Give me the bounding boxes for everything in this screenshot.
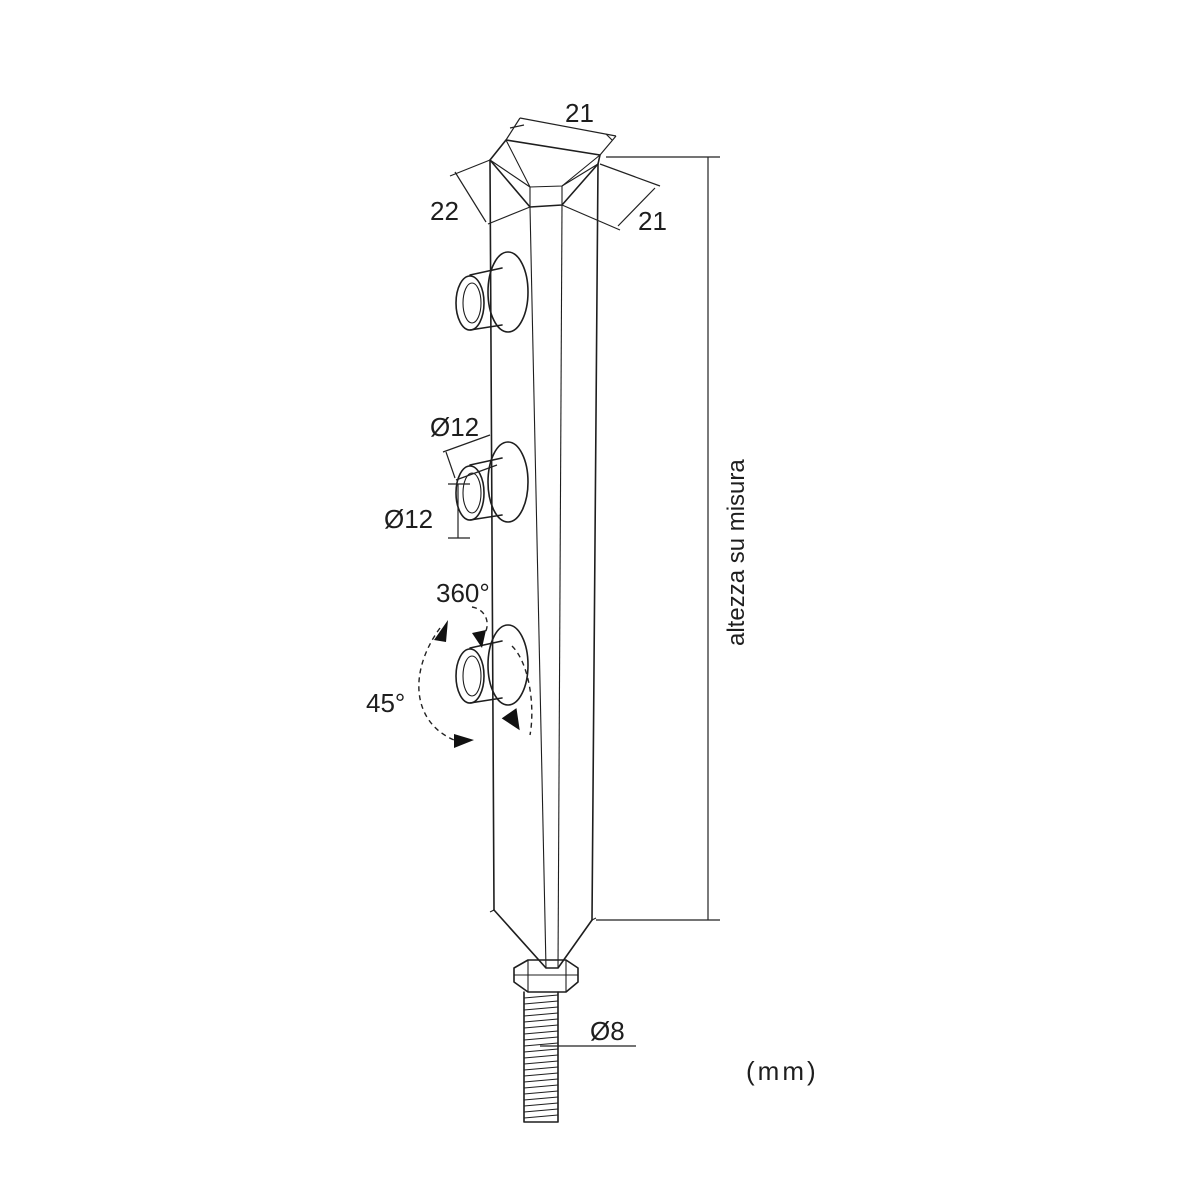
label-top-side: 21 (638, 206, 667, 236)
hex-nut (513, 959, 579, 993)
fitting-bottom (455, 624, 529, 706)
units-label: (mm) (746, 1056, 819, 1086)
dimension-hole-b: Ø12 (384, 483, 470, 539)
dimension-top-side: 21 (561, 163, 667, 236)
rotation-45-indicator: 45° (366, 620, 533, 748)
label-hole-diameter-a: Ø12 (430, 412, 479, 442)
label-rotation-45: 45° (366, 688, 405, 718)
dimension-hole-a: Ø12 (430, 412, 498, 481)
shaft-outline (489, 159, 599, 921)
post-body (489, 139, 601, 1123)
rotation-360-indicator: 360° (436, 578, 490, 648)
shaft-edge-front-left (529, 206, 547, 969)
dimension-top-depth: 22 (430, 159, 531, 226)
dimension-top-width: 21 (505, 98, 617, 156)
shaft-edge-front-right (557, 204, 563, 969)
label-rotation-360: 360° (436, 578, 490, 608)
dimension-thread: Ø8 (540, 1016, 636, 1047)
label-height: altezza su misura (723, 459, 750, 646)
dimension-height: altezza su misura (596, 156, 750, 921)
label-top-width: 21 (565, 98, 594, 128)
fitting-middle (455, 441, 529, 523)
label-thread-diameter: Ø8 (590, 1016, 625, 1046)
fitting-top (455, 251, 529, 333)
label-top-depth: 22 (430, 196, 459, 226)
threaded-rod (523, 991, 559, 1123)
label-hole-diameter-b: Ø12 (384, 504, 433, 534)
bottom-taper (493, 909, 593, 969)
